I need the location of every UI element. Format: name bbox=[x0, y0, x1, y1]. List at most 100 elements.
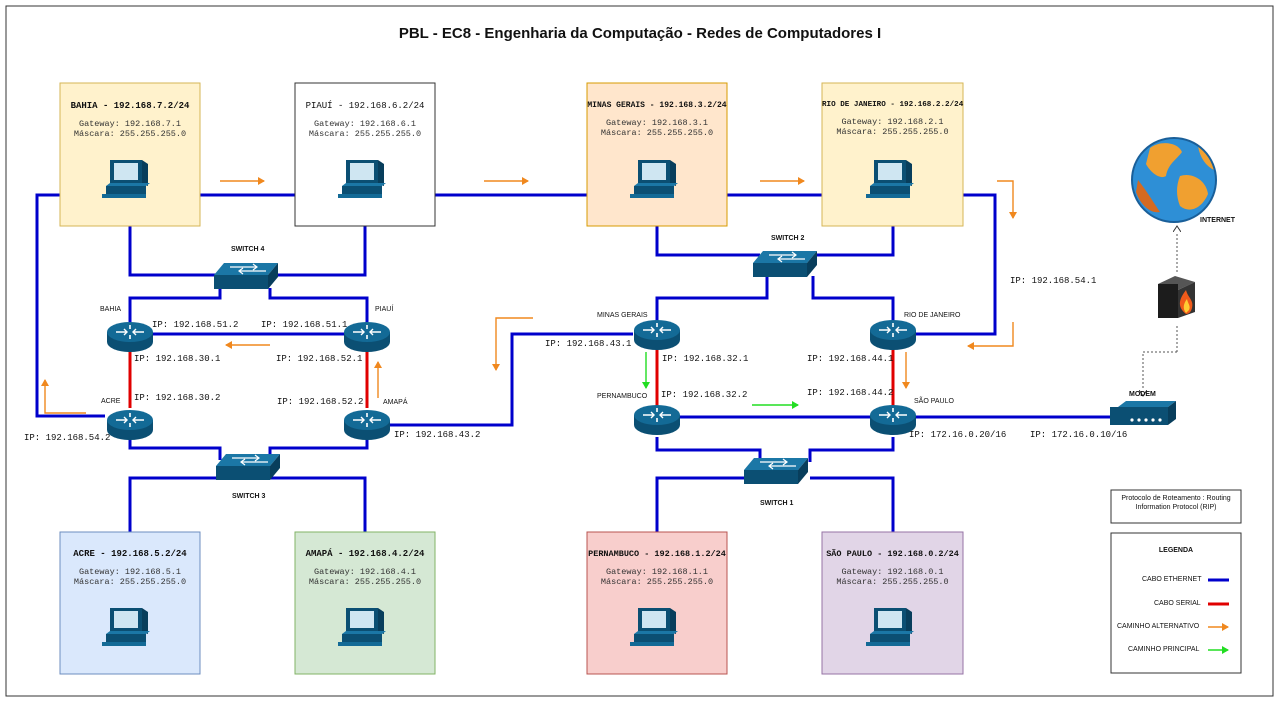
router-acre-label: ACRE bbox=[101, 398, 121, 405]
ip-label: IP: 192.168.30.2 bbox=[134, 393, 221, 403]
legend-swatches bbox=[1208, 578, 1229, 654]
router-icon bbox=[343, 321, 391, 353]
host-title: RIO DE JANEIRO - 192.168.2.2/24 bbox=[822, 101, 964, 109]
host-piaui bbox=[294, 82, 436, 227]
ip-label: IP: 192.168.52.1 bbox=[276, 354, 363, 364]
switch-icon bbox=[743, 457, 809, 485]
router-piaui-label: PIAUÍ bbox=[375, 306, 394, 313]
legend-item-alt: CAMINHO ALTERNATIVO bbox=[1117, 623, 1200, 630]
ip-label: IP: 192.168.51.2 bbox=[152, 320, 239, 330]
alt-path-arrows bbox=[41, 177, 1017, 414]
host-pernambuco-labels: PERNAMBUCO - 192.168.1.2/24 Gateway: 192… bbox=[587, 549, 727, 587]
host-amapa-box bbox=[294, 531, 436, 675]
switch-2-label: SWITCH 2 bbox=[771, 235, 805, 242]
host-rio-labels: RIO DE JANEIRO - 192.168.2.2/24 Gateway:… bbox=[822, 101, 963, 137]
host-mask: Máscara: 255.255.255.0 bbox=[600, 577, 714, 587]
host-title: AMAPÁ - 192.168.4.2/24 bbox=[305, 549, 425, 559]
legend-item-ethernet: CABO ETHERNET bbox=[1142, 576, 1202, 583]
router-icon bbox=[633, 404, 681, 436]
ethernet-cables bbox=[35, 193, 1110, 532]
switch-1-label: SWITCH 1 bbox=[760, 500, 794, 507]
host-minas-labels: MINAS GERAIS - 192.168.3.2/24 Gateway: 1… bbox=[587, 101, 727, 138]
ip-label: IP: 192.168.32.1 bbox=[662, 354, 749, 364]
switch-3-label: SWITCH 3 bbox=[232, 493, 266, 500]
ip-label: IP: 192.168.43.2 bbox=[394, 430, 481, 440]
host-mask: Máscara: 255.255.255.0 bbox=[73, 129, 187, 139]
firewall-icon bbox=[1158, 276, 1195, 318]
protocol-box bbox=[1110, 489, 1242, 524]
host-bahia-labels: BAHIA - 192.168.7.2/24 Gateway: 192.168.… bbox=[60, 101, 200, 139]
host-gateway: Gateway: 192.168.2.1 bbox=[841, 117, 944, 127]
host-gateway: Gateway: 192.168.0.1 bbox=[841, 567, 944, 577]
host-mask: Máscara: 255.255.255.0 bbox=[73, 577, 187, 587]
page-title: PBL - EC8 - Engenharia da Computação - R… bbox=[398, 25, 882, 42]
host-gateway: Gateway: 192.168.5.1 bbox=[78, 567, 182, 577]
host-title: BAHIA - 192.168.7.2/24 bbox=[70, 101, 190, 111]
host-piaui-box bbox=[294, 82, 436, 227]
modem-icon bbox=[1110, 401, 1176, 425]
host-pernambuco-box bbox=[586, 531, 728, 675]
host-amapa-labels: AMAPÁ - 192.168.4.2/24 Gateway: 192.168.… bbox=[295, 549, 435, 587]
host-title: ACRE - 192.168.5.2/24 bbox=[73, 549, 187, 559]
router-pernambuco-label: PERNAMBUCO bbox=[597, 393, 648, 400]
router-rio-label: RIO DE JANEIRO bbox=[904, 312, 961, 319]
host-saopaulo-box bbox=[821, 531, 964, 675]
router-amapa-label: AMAPÁ bbox=[383, 399, 408, 406]
switch-icon bbox=[213, 262, 279, 290]
host-piaui-labels: PIAUÍ - 192.168.6.2/24 Gateway: 192.168.… bbox=[295, 101, 435, 139]
host-gateway: Gateway: 192.168.7.1 bbox=[78, 119, 182, 129]
switch-4-label: SWITCH 4 bbox=[231, 246, 265, 253]
internet-label: INTERNET bbox=[1200, 217, 1235, 224]
host-title: PIAUÍ - 192.168.6.2/24 bbox=[305, 101, 425, 111]
router-icon bbox=[106, 321, 154, 353]
host-saopaulo bbox=[821, 531, 964, 675]
ip-label: IP: 192.168.44.1 bbox=[807, 354, 894, 364]
router-icon bbox=[869, 319, 917, 351]
ip-label: IP: 192.168.43.1 bbox=[545, 339, 632, 349]
globe-icon bbox=[1131, 137, 1217, 223]
ip-label: IP: 192.168.32.2 bbox=[661, 390, 748, 400]
serial-cables bbox=[128, 347, 895, 408]
legend-item-serial: CABO SERIAL bbox=[1154, 600, 1201, 607]
host-mask: Máscara: 255.255.255.0 bbox=[600, 128, 714, 138]
router-minas-label: MINAS GERAIS bbox=[597, 312, 648, 319]
ip-label: IP: 172.16.0.20/16 bbox=[909, 430, 1007, 440]
host-minas bbox=[586, 82, 728, 227]
host-rio-box bbox=[821, 82, 964, 227]
switch-icon bbox=[752, 250, 818, 278]
main-path-arrows bbox=[642, 352, 799, 409]
host-mask: Máscara: 255.255.255.0 bbox=[308, 577, 422, 587]
host-acre bbox=[59, 531, 201, 675]
switch-icon bbox=[215, 453, 281, 481]
host-amapa bbox=[294, 531, 436, 675]
ip-label: IP: 192.168.30.1 bbox=[134, 354, 221, 364]
host-gateway: Gateway: 192.168.4.1 bbox=[313, 567, 417, 577]
host-title: MINAS GERAIS - 192.168.3.2/24 bbox=[587, 101, 727, 110]
router-icon bbox=[106, 409, 154, 441]
router-bahia-label: BAHIA bbox=[100, 306, 122, 313]
ip-label: IP: 192.168.52.2 bbox=[277, 397, 364, 407]
legend-item-main: CAMINHO PRINCIPAL bbox=[1128, 646, 1200, 653]
host-acre-box bbox=[59, 531, 201, 675]
host-mask: Máscara: 255.255.255.0 bbox=[836, 577, 949, 587]
router-icon bbox=[633, 319, 681, 351]
host-mask: Máscara: 255.255.255.0 bbox=[836, 127, 949, 137]
ip-label: IP: 192.168.51.1 bbox=[261, 320, 348, 330]
host-acre-labels: ACRE - 192.168.5.2/24 Gateway: 192.168.5… bbox=[60, 549, 200, 587]
ip-label: IP: 192.168.44.2 bbox=[807, 388, 894, 398]
modem-label: MODEM bbox=[1129, 391, 1156, 398]
diagram-frame bbox=[5, 5, 1274, 697]
ip-label: IP: 192.168.54.1 bbox=[1010, 276, 1097, 286]
ip-label: IP: 172.16.0.10/16 bbox=[1030, 430, 1128, 440]
legend-title: LEGENDA bbox=[1158, 547, 1194, 554]
protocol-text: Protocolo de Roteamento : Routing Inform… bbox=[1121, 495, 1231, 511]
host-saopaulo-labels: SÃO PAULO - 192.168.0.2/24 Gateway: 192.… bbox=[822, 549, 963, 587]
internet-connectors bbox=[1143, 228, 1177, 394]
host-rio bbox=[821, 82, 964, 227]
router-saopaulo-label: SÃO PAULO bbox=[914, 398, 954, 405]
host-pernambuco bbox=[586, 531, 728, 675]
host-title: SÃO PAULO - 192.168.0.2/24 bbox=[826, 549, 959, 559]
ip-label: IP: 192.168.54.2 bbox=[24, 433, 111, 443]
host-gateway: Gateway: 192.168.6.1 bbox=[313, 119, 417, 129]
